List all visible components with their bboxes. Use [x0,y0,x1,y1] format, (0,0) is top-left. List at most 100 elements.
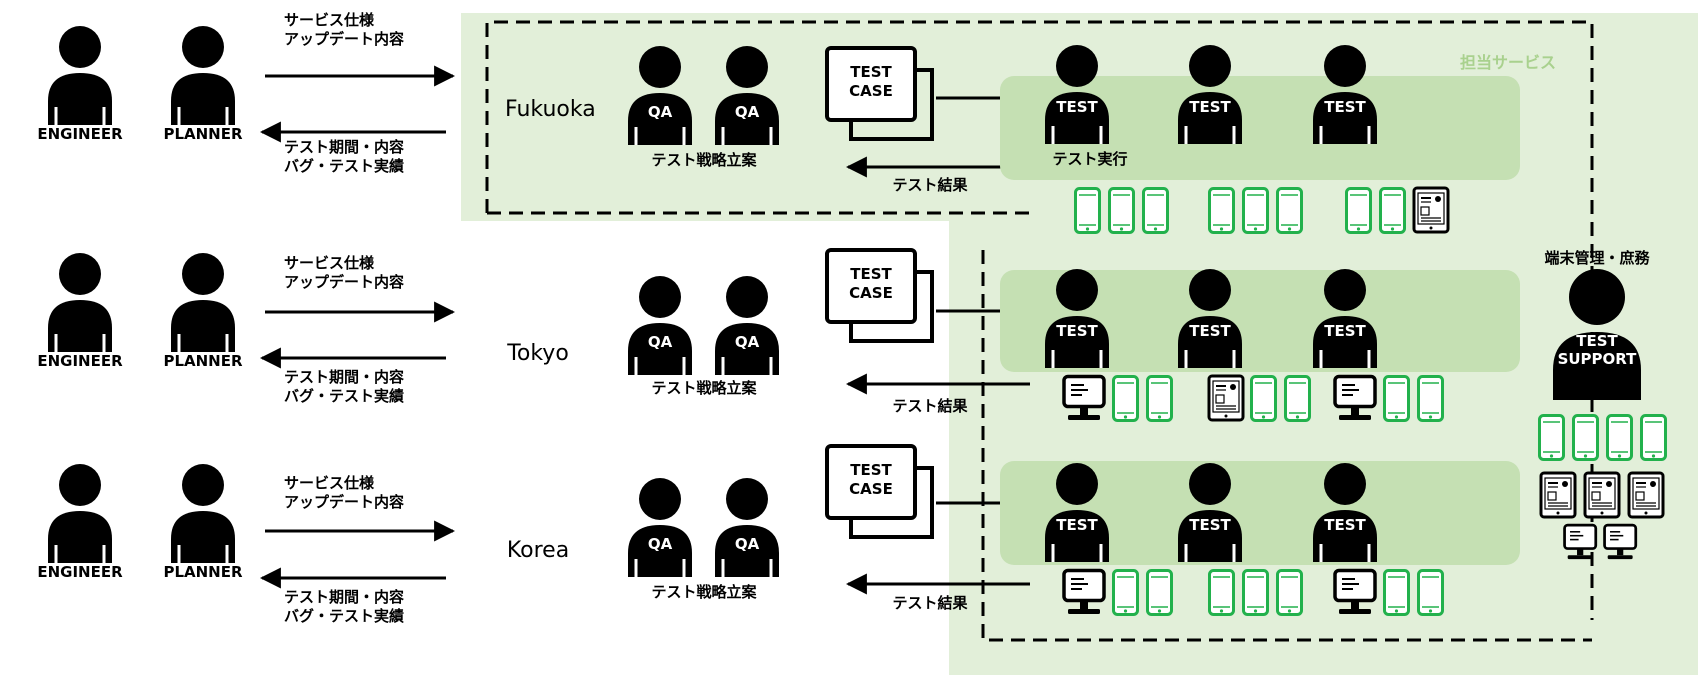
planner-icon [169,24,237,127]
support-label-line1: TEST [1576,332,1618,350]
qa-label: QA [735,333,760,351]
smartphone-icon [1379,187,1406,234]
test-result-label: テスト結果 [892,176,968,194]
smartphone-icon [1572,414,1599,461]
smartphone-icon [1606,414,1633,461]
engineer-label: ENGINEER [37,563,123,581]
test-result-label: テスト結果 [892,594,968,612]
row-tokyo: ENGINEER PLANNER サービス仕様アップデート内容テスト期間・内容バグ・… [37,248,1520,422]
test-case-line1: TEST [850,461,892,479]
report-line2: バグ・テスト実績 [284,157,404,175]
smartphone-icon [1640,414,1667,461]
tester-team-band [1000,461,1520,565]
report-line1: テスト期間・内容 [284,368,404,386]
location-label: Fukuoka [505,97,596,122]
smartphone-icon [1250,375,1277,422]
qa-person-icon [713,274,781,377]
test-case-line2: CASE [849,480,893,498]
tablet-icon [1627,471,1665,519]
planner-label: PLANNER [163,125,243,143]
service-area-label: 担当サービス [1460,53,1556,72]
tablet-icon [1412,186,1450,234]
tester-label: TEST [1056,516,1098,534]
request-line2: アップデート内容 [284,493,404,511]
test-case-line2: CASE [849,82,893,100]
smartphone-icon [1417,569,1444,616]
qa-label: QA [735,103,760,121]
tester-label: TEST [1189,322,1231,340]
smartphone-icon [1284,375,1311,422]
qa-person-icon [626,476,694,579]
tablet-icon [1583,471,1621,519]
row-korea: ENGINEER PLANNER サービス仕様アップデート内容テスト期間・内容バグ・… [37,444,1520,625]
planner-label: PLANNER [163,352,243,370]
smartphone-icon [1383,569,1410,616]
request-line2: アップデート内容 [284,273,404,291]
qa-label: QA [648,333,673,351]
smartphone-icon [1276,187,1303,234]
request-line1: サービス仕様 [284,474,375,492]
test-execution-caption: テスト実行 [1052,150,1127,168]
smartphone-icon [1345,187,1372,234]
qa-strategy-caption: テスト戦略立案 [651,151,757,169]
smartphone-icon [1208,187,1235,234]
tester-label: TEST [1056,322,1098,340]
smartphone-icon [1208,569,1235,616]
test-result-label: テスト結果 [892,397,968,415]
smartphone-icon [1242,187,1269,234]
support-title: 端末管理・庶務 [1544,249,1650,267]
smartphone-icon [1242,569,1269,616]
smartphone-icon [1146,375,1173,422]
smartphone-icon [1074,187,1101,234]
test-case-line1: TEST [850,265,892,283]
tablet-icon [1539,471,1577,519]
test-case-line1: TEST [850,63,892,81]
tester-team-band [1000,270,1520,372]
tester-label: TEST [1189,516,1231,534]
tester-team-band [1000,76,1520,180]
smartphone-icon [1417,375,1444,422]
qa-person-icon [713,476,781,579]
tester-label: TEST [1189,98,1231,116]
location-label: Tokyo [506,341,569,366]
smartphone-icon [1142,187,1169,234]
engineer-icon [46,24,114,127]
smartphone-icon [1276,569,1303,616]
tester-label: TEST [1324,98,1366,116]
report-line1: テスト期間・内容 [284,138,404,156]
test-support: 端末管理・庶務 TEST SUPPORT [1544,249,1650,400]
smartphone-icon [1538,414,1565,461]
engineer-label: ENGINEER [37,352,123,370]
request-line1: サービス仕様 [284,11,375,29]
tablet-icon [1207,374,1245,422]
smartphone-icon [1112,375,1139,422]
planner-icon [169,251,237,354]
smartphone-icon [1146,569,1173,616]
report-line1: テスト期間・内容 [284,588,404,606]
qa-strategy-caption: テスト戦略立案 [651,379,757,397]
qa-label: QA [648,535,673,553]
qa-label: QA [648,103,673,121]
qa-strategy-caption: テスト戦略立案 [651,583,757,601]
report-line2: バグ・テスト実績 [284,387,404,405]
engineer-label: ENGINEER [37,125,123,143]
smartphone-icon [1108,187,1135,234]
row-fukuoka: ENGINEER PLANNER サービス仕様アップデート内容テスト期間・内容バグ・… [37,11,1520,234]
tester-label: TEST [1056,98,1098,116]
engineer-icon [46,251,114,354]
support-label-line2: SUPPORT [1558,350,1638,368]
request-line2: アップデート内容 [284,30,404,48]
planner-label: PLANNER [163,563,243,581]
smartphone-icon [1112,569,1139,616]
qa-label: QA [735,535,760,553]
test-case-line2: CASE [849,284,893,302]
tester-label: TEST [1324,516,1366,534]
report-line2: バグ・テスト実績 [284,607,404,625]
planner-icon [169,462,237,565]
qa-person-icon [626,274,694,377]
request-line1: サービス仕様 [284,254,375,272]
